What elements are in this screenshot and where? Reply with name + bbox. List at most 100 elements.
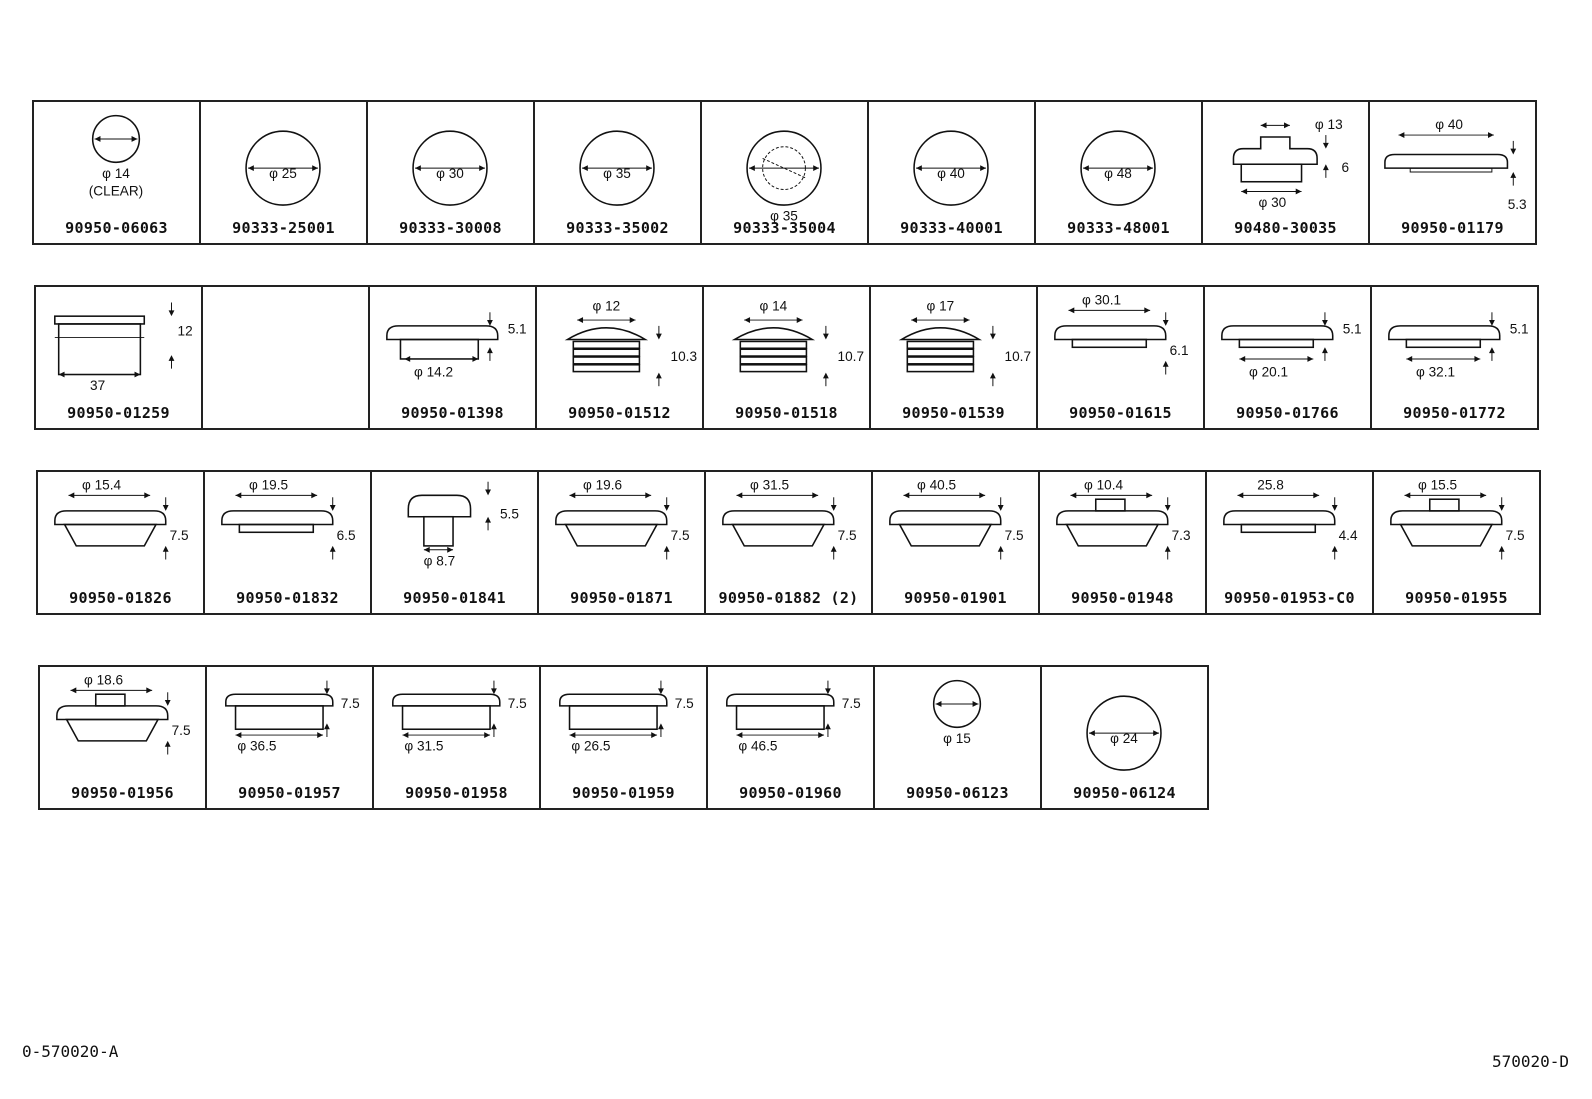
part-number: 90950-01882 (2) xyxy=(718,589,859,607)
diameter-label: 25.8 xyxy=(1257,478,1284,493)
part-number: 90950-01956 xyxy=(71,784,174,802)
diameter-label: φ 17 xyxy=(926,298,954,313)
diameter-label: φ 36.5 xyxy=(237,739,276,754)
height-label: 7.5 xyxy=(341,696,360,711)
part-figure: 7.5φ 46.5 xyxy=(726,680,861,754)
height-label: 6 xyxy=(1342,160,1350,175)
height-label: 7.5 xyxy=(1506,528,1525,543)
part-number: 90950-01958 xyxy=(405,784,508,802)
part-number: 90950-01871 xyxy=(570,589,673,607)
diameter-label: φ 32.1 xyxy=(1416,364,1455,379)
height-label: 5.1 xyxy=(1343,322,1362,337)
height-label: 7.5 xyxy=(838,528,857,543)
part-cell: 5.1 φ 20.1 90950-01766 xyxy=(1205,287,1372,428)
part-drawing: φ 405.3 xyxy=(1384,117,1527,212)
diameter-label: φ 19.6 xyxy=(583,478,622,493)
diameter-label: φ 20.1 xyxy=(1249,364,1288,379)
part-drawing: φ 35 xyxy=(579,130,655,206)
part-number: 90333-48001 xyxy=(1067,219,1170,237)
part-drawing: 7.5φ 26.5 xyxy=(559,680,694,754)
part-drawing: φ 30.1 6.1 xyxy=(1054,293,1189,375)
part-number: 90950-01960 xyxy=(739,784,842,802)
diameter-label: φ 15 xyxy=(943,731,971,746)
part-cell: φ 30 90333-30008 xyxy=(368,102,535,243)
part-number: 90950-01955 xyxy=(1405,589,1508,607)
diameter-label: φ 15.5 xyxy=(1418,478,1457,493)
part-figure: φ 35 xyxy=(746,130,822,224)
part-number: 90950-01841 xyxy=(403,589,506,607)
part-number: 90950-01259 xyxy=(67,404,170,422)
part-drawing: φ 19.67.5 xyxy=(555,478,690,560)
part-drawing: φ 18.6 7.5 xyxy=(56,673,191,755)
part-number: 90950-01948 xyxy=(1071,589,1174,607)
part-number: 90950-06123 xyxy=(906,784,1009,802)
part-number: 90950-01512 xyxy=(568,404,671,422)
part-figure: 7.5φ 31.5 xyxy=(392,680,527,754)
part-figure: φ 40 xyxy=(913,130,989,206)
height-label: 12 xyxy=(178,324,193,339)
diameter-label: φ 18.6 xyxy=(84,673,123,688)
part-drawing: φ 31.57.5 xyxy=(722,478,857,560)
height-label: 6.1 xyxy=(1170,343,1189,358)
diameter-label: φ 30 xyxy=(436,166,464,181)
part-cell: φ 15 90950-06123 xyxy=(875,667,1042,808)
height-label: 7.5 xyxy=(172,723,191,738)
part-drawing: φ 14(CLEAR) xyxy=(89,114,143,198)
diameter-label: φ 30.1 xyxy=(1082,293,1121,308)
height-label: 5.3 xyxy=(1508,197,1527,212)
part-drawing: φ 15 xyxy=(932,679,982,746)
part-figure: 5.1φ 14.2 xyxy=(386,312,527,379)
part-number: 90950-01518 xyxy=(735,404,838,422)
height-label: 4.4 xyxy=(1339,528,1358,543)
part-number: 90950-01615 xyxy=(1069,404,1172,422)
part-drawing: φ 15.4 7.5 xyxy=(54,478,189,560)
part-figure: φ 18.6 7.5 xyxy=(56,673,191,755)
height-label: 7.5 xyxy=(842,696,861,711)
part-figure: φ 40.57.5 xyxy=(889,478,1024,560)
part-figure: φ 30.1 6.1 xyxy=(1054,293,1189,375)
part-figure: φ 15 xyxy=(932,679,982,746)
part-number: 90950-01832 xyxy=(236,589,339,607)
part-figure: φ 14(CLEAR) xyxy=(89,114,143,198)
part-number: 90950-01766 xyxy=(1236,404,1339,422)
part-drawing: 5.1φ 32.1 xyxy=(1388,312,1529,379)
part-figure: 5.5φ 8.7 xyxy=(407,481,519,568)
part-drawing: φ 24 xyxy=(1086,695,1162,771)
part-drawing: φ 15.5 7.5 xyxy=(1390,478,1525,560)
diameter-label: φ 48 xyxy=(1104,166,1132,181)
top-diameter-label: φ 13 xyxy=(1315,117,1343,132)
height-label: 7.5 xyxy=(170,528,189,543)
part-figure: φ 405.3 xyxy=(1384,117,1527,212)
part-drawing: φ 40.57.5 xyxy=(889,478,1024,560)
part-figure: φ 24 xyxy=(1086,695,1162,771)
part-number: 90333-30008 xyxy=(399,219,502,237)
part-number: 90950-01959 xyxy=(572,784,675,802)
height-label: 5.1 xyxy=(508,322,527,337)
part-cell: φ 14(CLEAR) 90950-06063 xyxy=(34,102,201,243)
diameter-label: φ 15.4 xyxy=(82,478,122,493)
part-figure: φ 19.67.5 xyxy=(555,478,690,560)
part-number: 90333-25001 xyxy=(232,219,335,237)
part-drawing: φ 30 xyxy=(412,130,488,206)
part-figure: φ 15.4 7.5 xyxy=(54,478,189,560)
part-cell: φ 48 90333-48001 xyxy=(1036,102,1203,243)
part-number: 90950-06063 xyxy=(65,219,168,237)
